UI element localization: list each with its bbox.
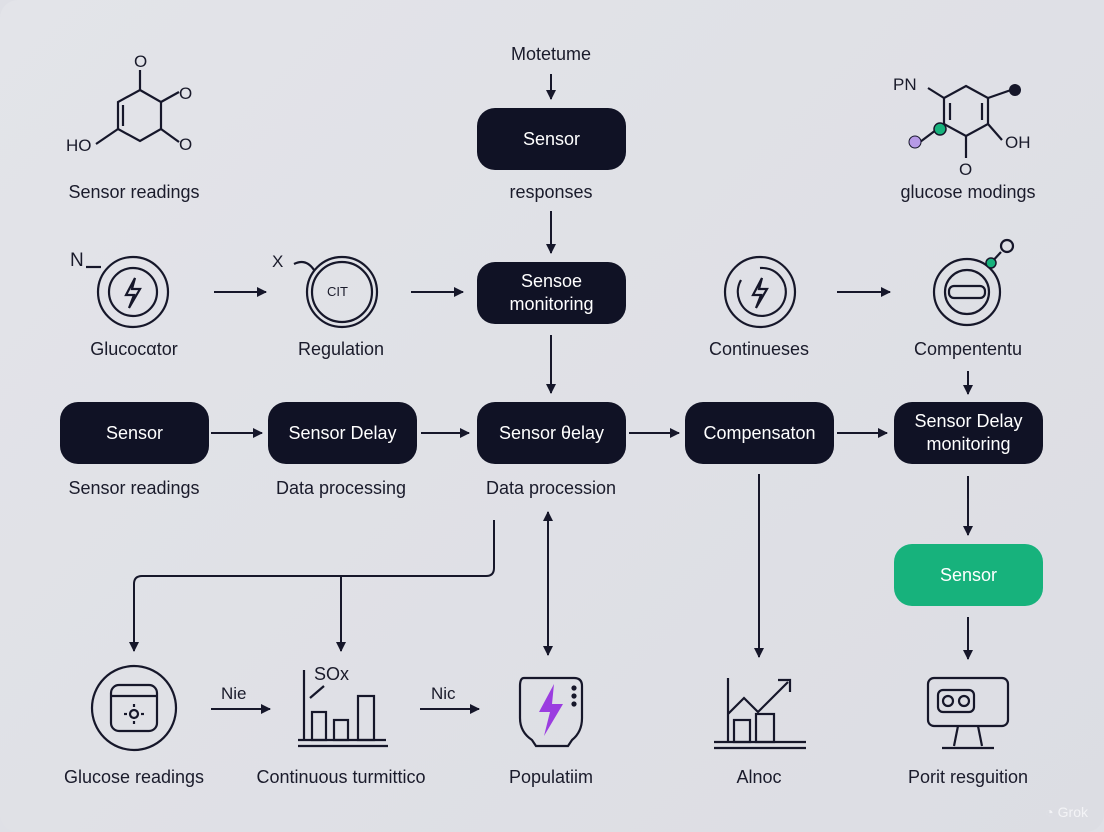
lightning-circle-icon-2	[723, 255, 797, 329]
box-sensor-top[interactable]: Sensor	[477, 108, 626, 170]
label-alnoc: Alnoc	[736, 767, 782, 787]
annotation-cit: CIT	[327, 284, 348, 299]
grok-logo-icon: ◔	[1045, 804, 1054, 820]
label-sensor-readings-top: Sensor readings	[68, 182, 200, 202]
connector-split	[129, 520, 495, 652]
box-compensaton[interactable]: Compensaton	[685, 402, 834, 464]
label-continueses: Continueses	[708, 339, 810, 359]
label-glucose-readings: Glucose readings	[63, 767, 205, 787]
annotation-nic: Nic	[431, 684, 456, 703]
atom-o-mol2: O	[959, 160, 973, 179]
box-sensoe-monitoring[interactable]: Sensoe monitoring	[477, 262, 626, 324]
diagram-title: Motetume	[510, 44, 592, 64]
device-circle-icon	[90, 664, 178, 752]
label-data-procession: Data procession	[485, 478, 617, 498]
label-compententu: Compententu	[913, 339, 1023, 359]
molecule-right-icon	[908, 84, 1021, 158]
atom-o-right: O	[179, 84, 193, 103]
annotation-nie: Nie	[221, 684, 247, 703]
molecule-left-icon	[95, 70, 180, 145]
atom-oh: OH	[1005, 133, 1031, 152]
trend-chart-icon	[714, 678, 806, 750]
cit-circle-icon	[293, 255, 379, 329]
bar-chart-icon	[298, 670, 388, 748]
box-sensor-delay[interactable]: Sensor Delay	[268, 402, 417, 464]
label-responses: responses	[509, 182, 593, 202]
label-glucocator: Glucocαtor	[90, 339, 178, 359]
lightning-device-icon	[518, 676, 584, 748]
label-regulation: Regulation	[297, 339, 385, 359]
label-glucose-modings: glucose modings	[900, 182, 1036, 202]
box-sensor-delay-monitoring[interactable]: Sensor Delay monitoring	[894, 402, 1043, 464]
label-data-processing: Data processing	[275, 478, 407, 498]
label-porit-resguition: Porit resguition	[907, 767, 1029, 787]
label-populatiim: Populatiim	[508, 767, 594, 787]
watermark-text: Grok	[1057, 804, 1088, 820]
annotation-sox: SOx	[314, 664, 350, 684]
box-sensor-green[interactable]: Sensor	[894, 544, 1043, 606]
atom-pn: PN	[893, 75, 917, 94]
annotation-x: X	[272, 252, 284, 271]
atom-o-top: O	[134, 52, 148, 71]
atom-ho: HO	[66, 136, 92, 155]
box-sensor-oelay[interactable]: Sensor θelay	[477, 402, 626, 464]
annotation-n: N	[70, 250, 84, 271]
atom-o-bottom: O	[179, 135, 193, 154]
watermark: ◔ Grok	[1045, 804, 1088, 820]
box-sensor-left[interactable]: Sensor	[60, 402, 209, 464]
gauge-circle-icon	[932, 238, 1015, 327]
label-continuous-turmittico: Continuous turmittico	[256, 767, 426, 787]
monitor-icon	[926, 676, 1010, 750]
label-sensor-readings-mid: Sensor readings	[68, 478, 200, 498]
lightning-circle-icon	[86, 255, 170, 329]
